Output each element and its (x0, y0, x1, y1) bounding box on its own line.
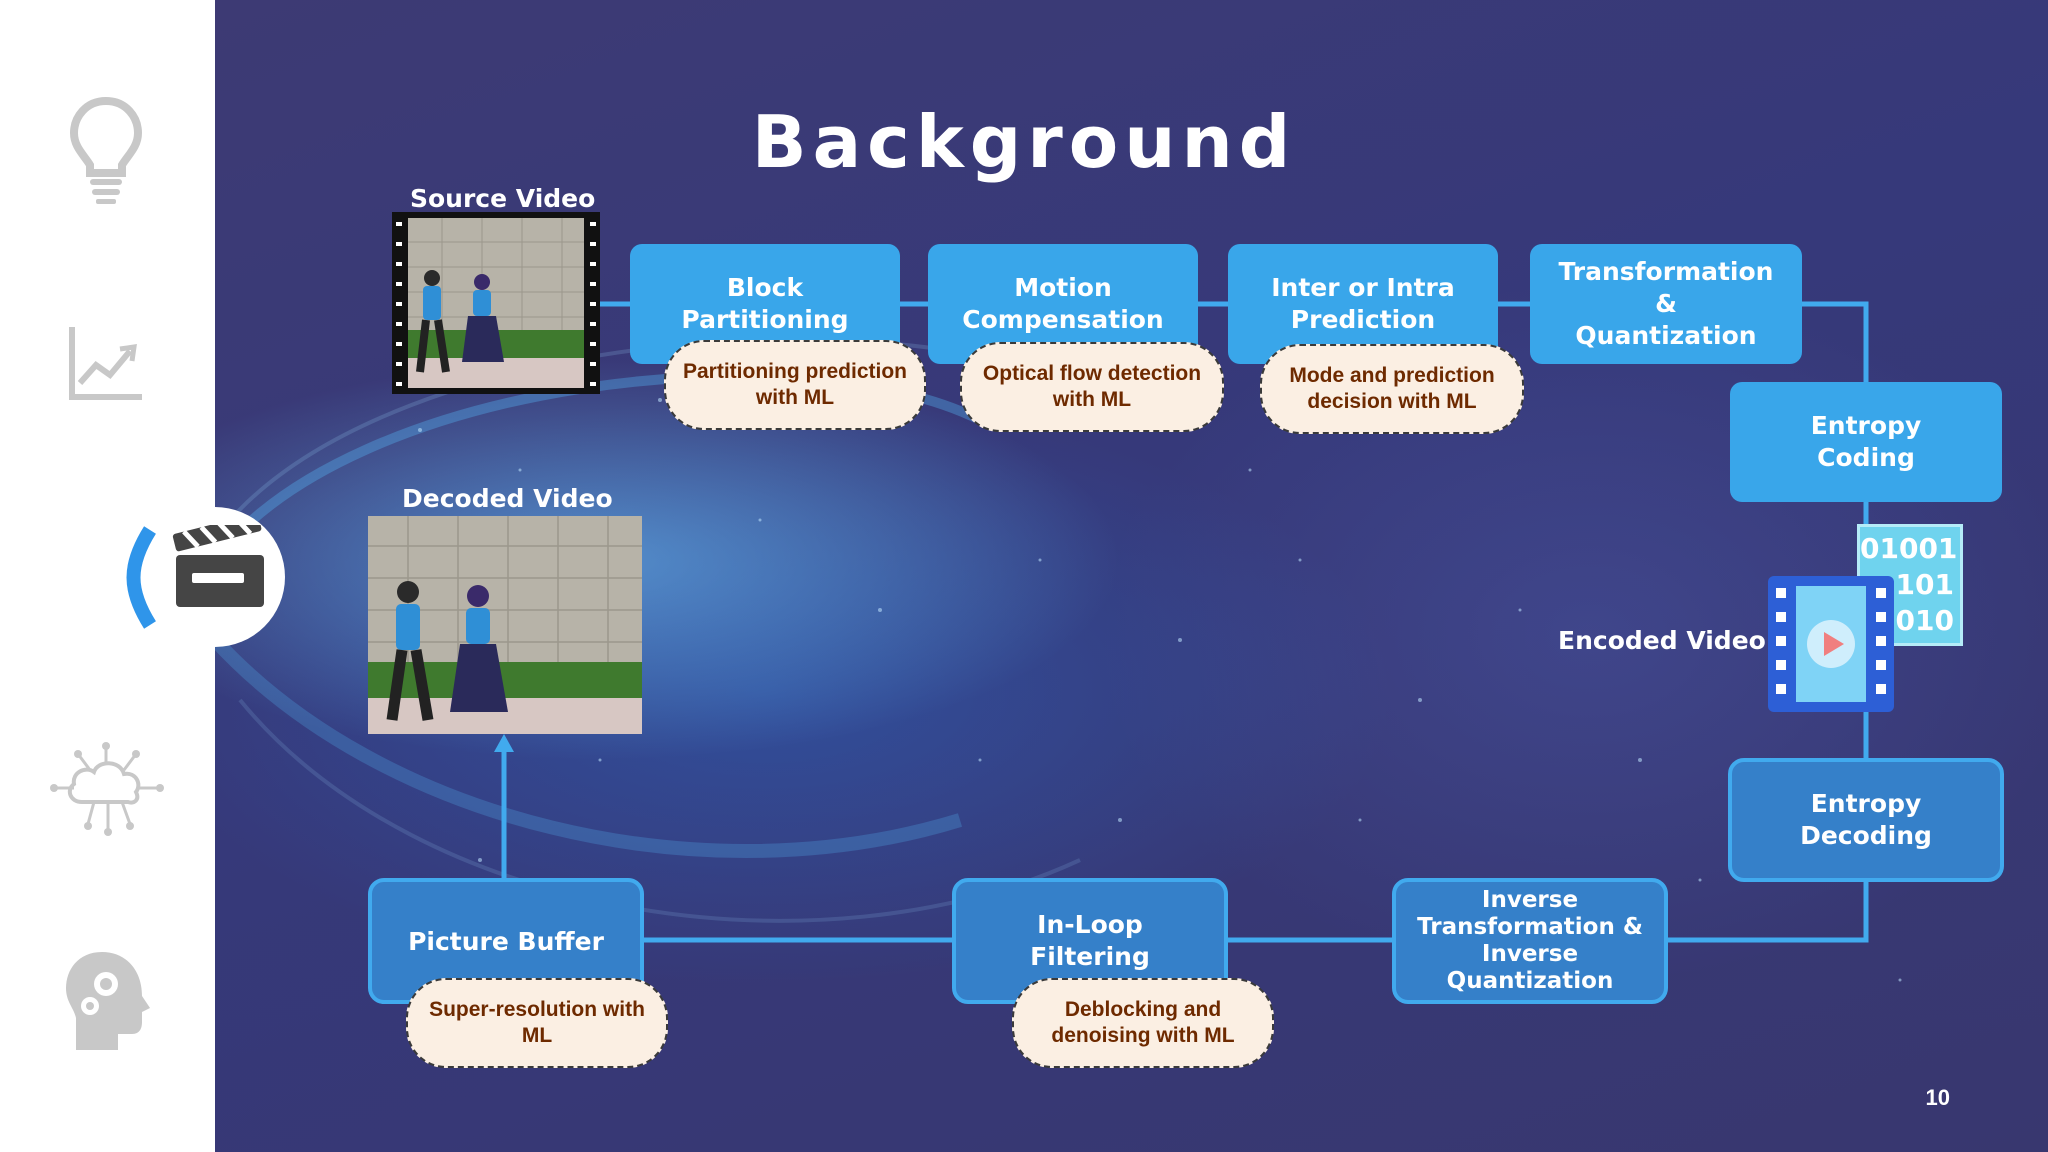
line-chart-icon (69, 327, 142, 400)
ml-note-deblocking: Deblocking and denoising with ML (1012, 978, 1274, 1068)
ml-note-super-resolution: Super-resolution with ML (406, 978, 668, 1068)
lightbulb-icon (69, 96, 143, 204)
slide-title: Background (751, 100, 1297, 184)
source-video-thumbnail (392, 212, 600, 394)
ml-note-mode-decision: Mode and prediction decision with ML (1260, 344, 1524, 434)
page-number: 10 (1925, 1085, 1950, 1110)
inverse-transformation-box: Inverse Transformation & Inverse Quantiz… (1392, 878, 1668, 1004)
entropy-decoding-box: Entropy Decoding (1728, 758, 2004, 882)
encoded-video-label: Encoded Video (1558, 626, 1766, 655)
decoded-video-label: Decoded Video (402, 484, 613, 513)
clapperboard-icon[interactable] (172, 525, 268, 609)
source-video-label: Source Video (410, 184, 596, 213)
arrowhead-up (494, 734, 514, 752)
transformation-quantization-box: Transformation & Quantization (1530, 244, 1802, 364)
ml-note-partitioning: Partitioning prediction with ML (664, 340, 926, 430)
play-icon (1824, 632, 1844, 656)
head-gears-icon (66, 952, 150, 1050)
decoded-video-thumbnail (368, 516, 642, 734)
ml-note-optical-flow: Optical flow detection with ML (960, 342, 1224, 432)
cloud-network-icon (50, 742, 164, 836)
binary-line: 01001 (1860, 532, 1958, 565)
entropy-coding-box: Entropy Coding (1730, 382, 2002, 502)
video-file-icon (1768, 576, 1894, 712)
binary-bits-badge: 01001 101 010 (1857, 524, 1963, 646)
binary-line: 101 (1895, 568, 1954, 601)
binary-line: 010 (1895, 604, 1954, 637)
